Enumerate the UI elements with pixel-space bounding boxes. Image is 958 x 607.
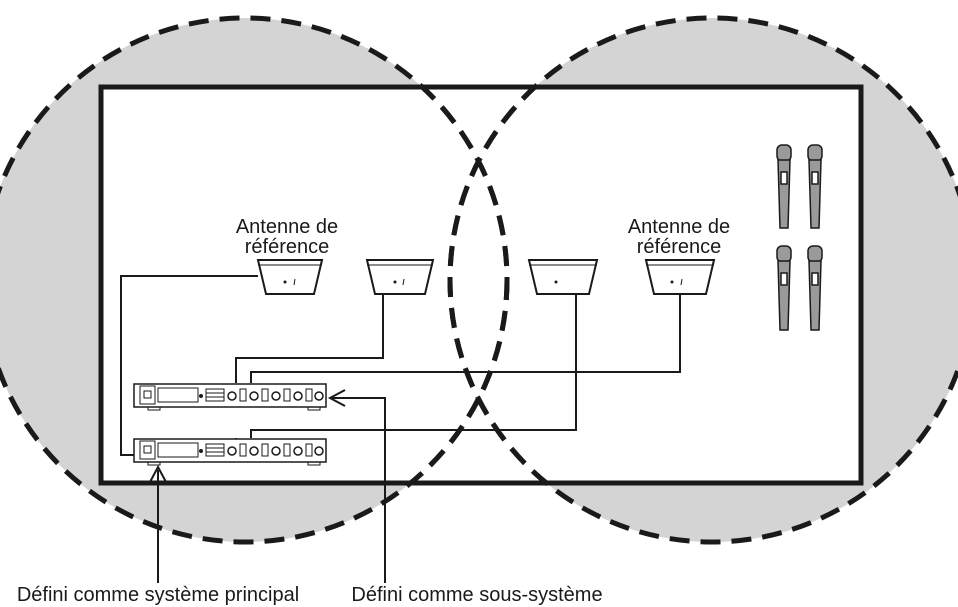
- microphone-icon: [807, 144, 823, 229]
- microphone-icon: [776, 245, 792, 331]
- microphones: [776, 144, 823, 331]
- main-system-label: Défini comme système principal: [17, 584, 299, 606]
- callout-main-system-arrowhead: [149, 464, 167, 483]
- antenna-2: [365, 259, 435, 295]
- coverage-boundary-left: [0, 15, 510, 545]
- antenna-3: [527, 259, 599, 295]
- microphone-icon: [807, 245, 823, 331]
- room-walls: [98, 84, 864, 486]
- callout-sub-system: [332, 397, 386, 583]
- receiver-sub-system: [133, 383, 327, 411]
- antenna-1: [256, 259, 324, 295]
- callout-sub-system-arrowhead: [327, 389, 346, 407]
- antenna-label-left-line1: Antenne de: [236, 216, 338, 238]
- antenna-4: [644, 259, 716, 295]
- coverage-boundary-right: [447, 15, 958, 545]
- antenna-label-right-line2: référence: [637, 236, 722, 258]
- cable-antenna-2: [235, 292, 384, 383]
- antenna-label-left-line2: référence: [245, 236, 330, 258]
- cable-antenna-4: [250, 292, 681, 383]
- room-floor: [101, 87, 861, 483]
- sub-system-label: Défini comme sous-système: [351, 584, 602, 606]
- receiver-main-system: [133, 438, 327, 466]
- antenna-label-right-line1: Antenne de: [628, 216, 730, 238]
- cable-antenna-3: [250, 292, 577, 438]
- microphone-icon: [776, 144, 792, 229]
